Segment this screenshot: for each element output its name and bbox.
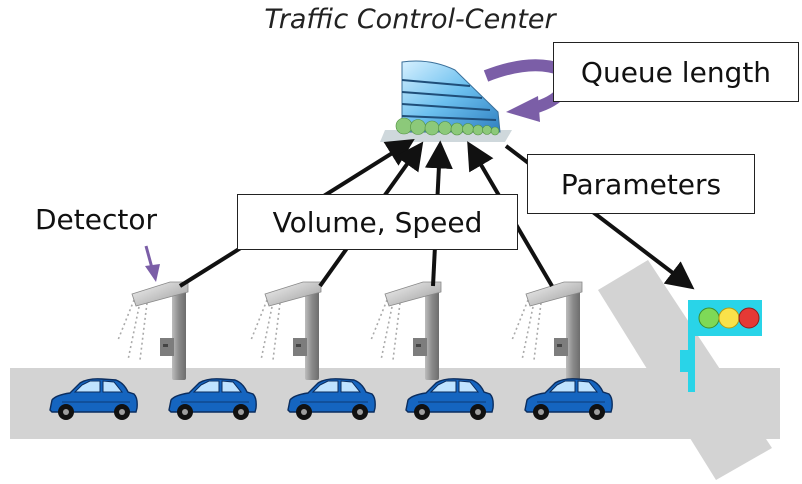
building-icon (380, 60, 512, 142)
parameters-label: Parameters (527, 154, 755, 214)
detector-icon (511, 281, 583, 381)
detector-icon (370, 281, 442, 381)
traffic-light-icon (680, 300, 762, 392)
queue-length-label: Queue length (553, 42, 799, 102)
diagram-title: Traffic Control-Center (264, 4, 556, 35)
detector-pointer-arrow (144, 245, 160, 282)
detector-label: Detector (35, 203, 158, 236)
detector-icon (250, 281, 322, 381)
main-road (10, 368, 780, 439)
volume-speed-label: Volume, Speed (237, 194, 518, 250)
detector-icon (117, 281, 189, 381)
